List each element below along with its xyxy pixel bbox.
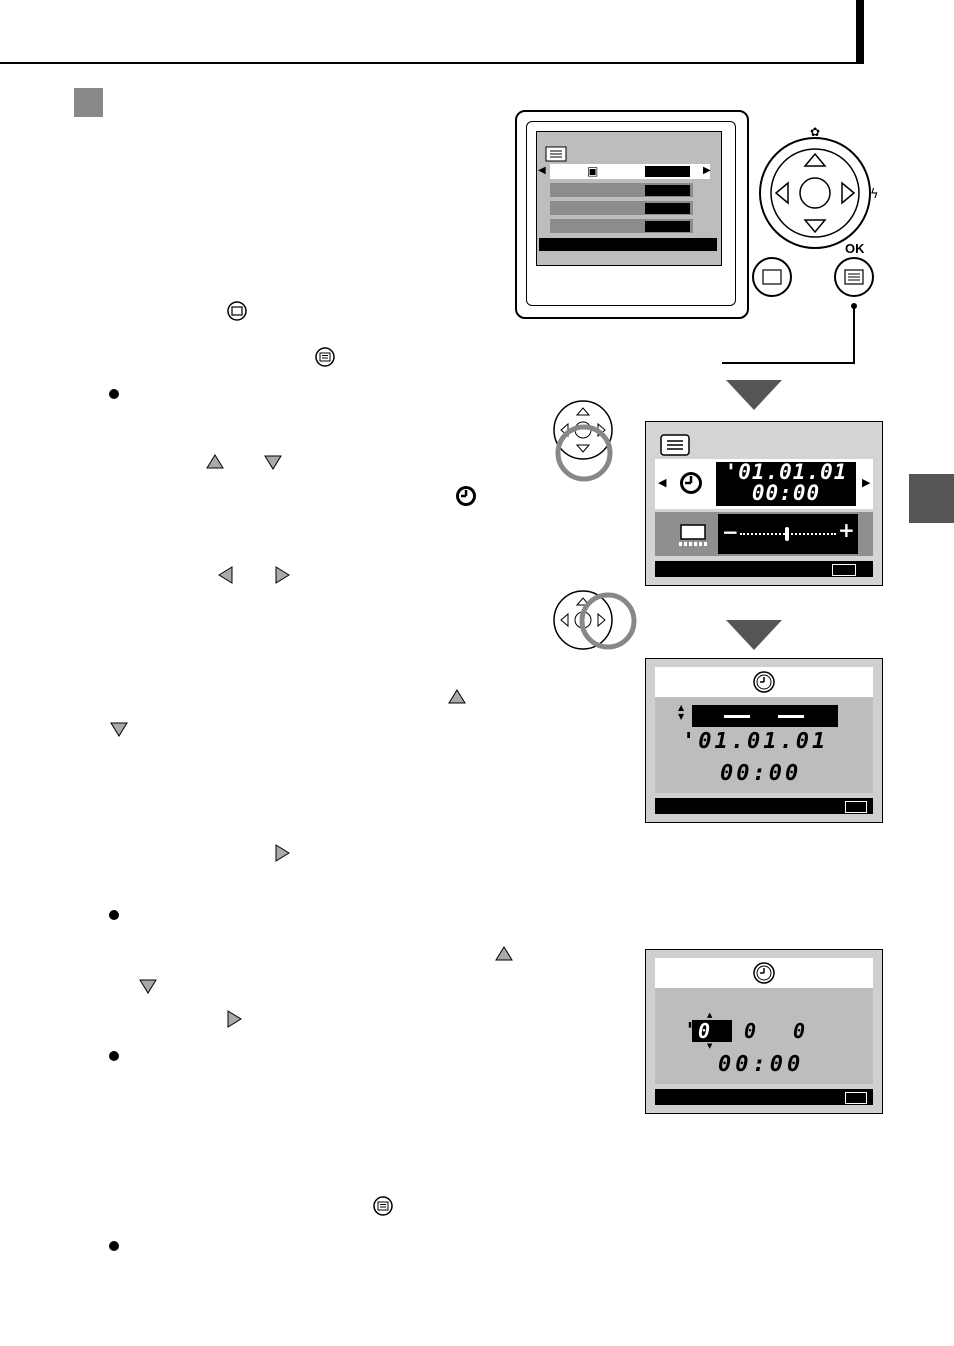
clock-icon <box>680 472 702 494</box>
dpad-illustration: ✿ ϟ <box>752 125 879 309</box>
monitor-brightness-icon <box>679 524 707 546</box>
dpad-right-illustration <box>553 590 637 650</box>
chapter-tab <box>909 474 954 523</box>
step-arrow-icon <box>726 380 782 410</box>
date-format-field[interactable] <box>692 705 838 727</box>
right-arrow-icon <box>275 566 290 584</box>
section-marker <box>74 88 103 117</box>
menu-icon <box>545 146 567 162</box>
monitor-button-icon <box>227 301 247 321</box>
left-arrow-icon: ◀ <box>538 165 546 176</box>
menu-value <box>645 166 690 177</box>
month-digit[interactable]: 0 <box>744 1019 757 1043</box>
dash <box>778 715 804 718</box>
slider-thumb[interactable] <box>785 527 789 541</box>
svg-text:ϟ: ϟ <box>870 187 879 202</box>
down-arrow-icon: ▼ <box>707 1042 713 1050</box>
brightness-slider[interactable]: − + <box>718 514 858 554</box>
date-set-screen: ▲▼ '01.01.01 00:00 <box>645 658 883 823</box>
down-arrow-icon <box>110 722 128 737</box>
up-arrow-icon: ▲ <box>707 1011 713 1019</box>
setup-screen: ◀ '01.01.01 00:00 ▶ − + <box>645 421 883 586</box>
ok-icon <box>845 801 867 813</box>
right-arrow-icon: ▶ <box>703 165 711 176</box>
day-digit[interactable]: 0 <box>793 1019 806 1043</box>
date-value: '01.01.01 <box>682 729 829 754</box>
down-arrow-icon <box>139 979 157 994</box>
bullet <box>109 389 119 399</box>
ok-icon <box>845 1092 867 1104</box>
ok-label: OK <box>845 241 865 256</box>
bullet <box>109 1241 119 1251</box>
camera-icon: ▣ <box>587 164 599 178</box>
right-arrow-icon <box>275 844 290 862</box>
slider-minus: − <box>722 520 739 544</box>
bullet <box>109 1051 119 1061</box>
left-arrow-icon: ◀ <box>658 476 667 489</box>
step-arrow-icon <box>726 620 782 650</box>
up-down-icon: ▲▼ <box>678 703 685 721</box>
left-arrow-icon <box>218 566 233 584</box>
screen-footer-bar <box>539 238 717 251</box>
up-arrow-icon <box>206 454 224 469</box>
ok-icon <box>832 564 856 576</box>
menu-value <box>645 203 690 214</box>
date-value: '01.01.01 <box>724 460 848 484</box>
time-value: 00:00 <box>720 761 802 786</box>
screen-footer-bar <box>655 798 873 814</box>
menu-button-icon <box>373 1196 393 1216</box>
screen-footer-bar <box>655 1089 873 1105</box>
year-set-screen: ' ▲ 0 ▼ 0 0 00:00 <box>645 949 883 1114</box>
dash <box>724 715 750 718</box>
right-arrow-icon <box>227 1010 242 1028</box>
menu-value <box>645 185 690 196</box>
screen-footer-bar <box>655 561 873 577</box>
year-field[interactable]: 0 <box>692 1020 732 1042</box>
time-value: 00:00 <box>718 1052 805 1077</box>
year-digit: 0 <box>698 1019 711 1043</box>
menu-screen: ◀ ▶ ▣ <box>536 131 722 266</box>
header-rule <box>0 62 862 64</box>
clock-icon <box>753 671 775 693</box>
camera-lcd-illustration: ◀ ▶ ▣ <box>515 110 749 319</box>
clock-icon <box>456 486 476 506</box>
time-value: 00:00 <box>751 481 821 505</box>
menu-value <box>645 221 690 232</box>
up-arrow-icon <box>495 946 513 961</box>
up-arrow-icon <box>448 689 466 704</box>
menu-icon <box>660 434 690 456</box>
bullet <box>109 910 119 920</box>
date-time-display: '01.01.01 00:00 <box>716 462 856 506</box>
header-edge-bar <box>856 0 864 64</box>
slider-plus: + <box>838 518 855 542</box>
svg-text:✿: ✿ <box>810 125 820 139</box>
connector-line <box>722 362 855 364</box>
connector-line <box>853 306 855 364</box>
screen-body <box>655 988 873 1084</box>
clock-icon <box>753 962 775 984</box>
menu-button-icon <box>315 347 335 367</box>
right-arrow-icon: ▶ <box>862 476 871 489</box>
dpad-down-illustration <box>553 400 613 482</box>
down-arrow-icon <box>264 455 282 470</box>
